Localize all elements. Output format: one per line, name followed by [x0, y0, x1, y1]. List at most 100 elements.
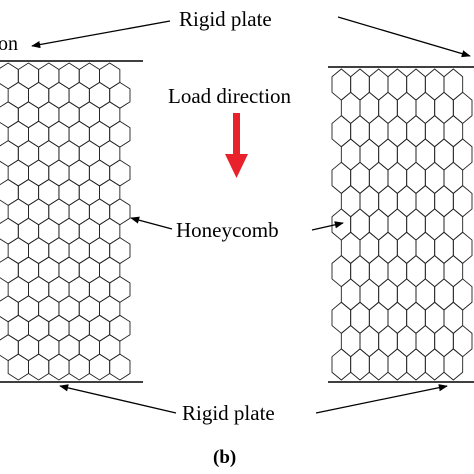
honeycomb-cell	[109, 275, 131, 303]
honeycomb-cell	[387, 255, 408, 288]
honeycomb-cell	[415, 278, 436, 311]
honeycomb-cell	[78, 334, 100, 362]
honeycomb-cell	[0, 217, 19, 245]
load-direction-label: Load direction	[168, 84, 292, 108]
honeycomb-cell	[340, 185, 361, 218]
honeycomb-cell	[99, 101, 121, 129]
honeycomb-cell	[17, 295, 40, 323]
honeycomb-cell	[68, 314, 90, 342]
honeycomb-cell	[415, 231, 436, 264]
honeycomb-right	[331, 68, 473, 381]
honeycomb-cell	[424, 301, 445, 334]
honeycomb-cell	[368, 255, 389, 288]
honeycomb-cell	[99, 334, 121, 362]
panel-caption: (b)	[213, 447, 236, 468]
honeycomb-cell	[38, 295, 60, 323]
honeycomb-cell	[68, 237, 90, 265]
honeycomb-cell	[78, 295, 100, 323]
honeycomb-cell	[88, 81, 111, 109]
honeycomb-cell	[406, 301, 426, 334]
honeycomb-cell	[434, 138, 454, 171]
honeycomb-cell	[88, 198, 111, 226]
honeycomb-cell	[452, 278, 473, 311]
honeycomb-cell	[452, 324, 473, 358]
honeycomb-cell	[434, 231, 454, 264]
honeycomb-cell	[68, 120, 90, 148]
honeycomb-cell	[17, 256, 40, 284]
honeycomb-cell	[443, 348, 464, 381]
honeycomb-cell	[378, 185, 398, 218]
honeycomb-cell	[88, 159, 111, 187]
honeycomb-cell	[424, 115, 445, 148]
honeycomb-cell	[424, 255, 445, 288]
honeycomb-cell	[7, 275, 29, 303]
honeycomb-cell	[396, 185, 417, 218]
honeycomb-cell	[424, 161, 445, 194]
honeycomb-cell	[396, 138, 417, 171]
honeycomb-cell	[38, 62, 60, 90]
honeycomb-cell	[99, 140, 121, 168]
honeycomb-cell	[452, 231, 473, 264]
honeycomb-cell	[387, 161, 408, 194]
honeycomb-cell	[38, 217, 60, 245]
honeycomb-cell	[68, 198, 90, 226]
honeycomb-cell	[48, 275, 70, 303]
honeycomb-cell	[17, 62, 40, 90]
honeycomb-cell	[48, 198, 70, 226]
honeycomb-cell	[387, 208, 408, 241]
honeycomb-cell	[99, 217, 121, 245]
honeycomb-cell	[28, 353, 50, 381]
honeycomb-cell	[88, 237, 111, 265]
honeycomb-cell	[48, 237, 70, 265]
honeycomb-cell	[17, 217, 40, 245]
honeycomb-cell	[48, 120, 70, 148]
honeycomb-cell	[359, 278, 380, 311]
honeycomb-cell	[68, 353, 90, 381]
honeycomb-cell	[331, 348, 352, 381]
honeycomb-cell	[58, 334, 80, 362]
honeycomb-cell	[7, 81, 29, 109]
honeycomb-cell	[387, 68, 408, 101]
honeycomb-cell	[109, 353, 131, 381]
honeycomb-cell	[396, 324, 417, 358]
honeycomb-cell	[58, 178, 80, 206]
honeycomb-cell	[415, 138, 436, 171]
honeycomb-cell	[109, 314, 131, 342]
arrow-to-top-left-plate	[31, 20, 171, 49]
honeycomb-cell	[48, 159, 70, 187]
honeycomb-cell	[0, 178, 19, 206]
honeycomb-cell	[28, 159, 50, 187]
arrow-to-bottom-left-plate	[59, 384, 177, 414]
honeycomb-cell	[368, 68, 389, 101]
honeycomb-cell	[17, 101, 40, 129]
honeycomb-cell	[368, 301, 389, 334]
honeycomb-cell	[443, 161, 464, 194]
honeycomb-cell	[368, 208, 389, 241]
honeycomb-cell	[88, 120, 111, 148]
honeycomb-cell	[340, 278, 361, 311]
honeycomb-cell	[452, 185, 473, 218]
honeycomb-cell	[0, 256, 19, 284]
honeycomb-cell	[0, 62, 19, 90]
honeycomb-cell	[443, 208, 464, 241]
honeycomb-cell	[7, 237, 29, 265]
honeycomb-cell	[48, 314, 70, 342]
honeycomb-cell	[396, 278, 417, 311]
honeycomb-cell	[99, 62, 121, 90]
honeycomb-cell	[78, 62, 100, 90]
honeycomb-cell	[396, 231, 417, 264]
honeycomb-cell	[359, 138, 380, 171]
honeycomb-cell	[415, 324, 436, 358]
honeycomb-cell	[359, 324, 380, 358]
honeycomb-cell	[58, 140, 80, 168]
arrow-to-right-honeycomb	[311, 221, 344, 231]
honeycomb-cell	[340, 324, 361, 358]
honeycomb-cell	[443, 68, 464, 101]
honeycomb-cell	[38, 256, 60, 284]
honeycomb-cell	[350, 255, 370, 288]
honeycomb-cell	[452, 91, 473, 125]
honeycomb-cell	[359, 231, 380, 264]
honeycomb-cell	[17, 178, 40, 206]
honeycomb-cell	[0, 295, 19, 323]
honeycomb-cell	[378, 231, 398, 264]
